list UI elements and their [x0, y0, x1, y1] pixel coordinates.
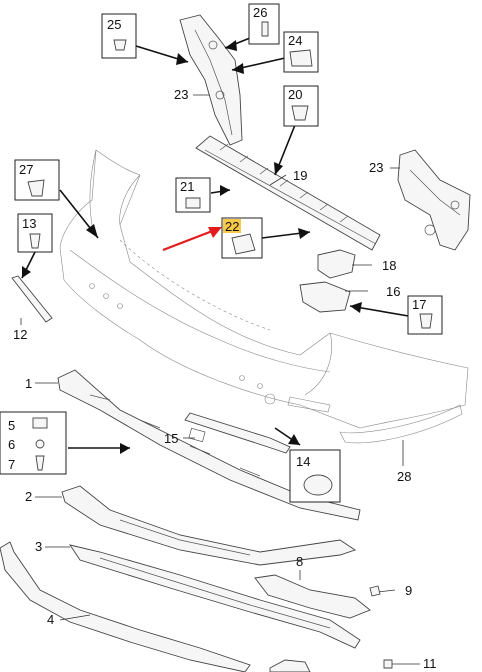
callout-number-13: 13: [22, 216, 36, 231]
part-box-24[interactable]: 24: [283, 31, 319, 73]
callout-number-6: 6: [8, 437, 15, 452]
callout-number-26: 26: [253, 5, 267, 20]
part-box-25[interactable]: 25: [101, 13, 137, 59]
bottom-clip-part: [269, 659, 311, 672]
screw-9: [369, 585, 381, 597]
red-highlight-arrow: [162, 227, 222, 252]
part-box-21[interactable]: 21: [175, 177, 211, 213]
side-guide-bracket-16: [299, 281, 351, 313]
part-box-13[interactable]: 13: [17, 213, 53, 253]
number-labels: 1 2 3 4 5 6 7 8 9 11 12 15 16 18 19 23 2…: [8, 87, 437, 671]
callout-number-27: 27: [19, 162, 33, 177]
callout-number-11: 11: [423, 656, 437, 671]
reflector-strip: [184, 412, 291, 454]
callout-number-25: 25: [107, 17, 121, 32]
part-box-22[interactable]: 22: [221, 217, 263, 259]
impact-reinforcement-bar: [195, 135, 381, 251]
callout-number-9: 9: [405, 583, 412, 598]
callout-number-28: 28: [397, 469, 411, 484]
rear-diffuser-panel: [68, 544, 361, 649]
callout-number-22: 22: [225, 219, 239, 234]
callout-number-18: 18: [382, 258, 396, 273]
callout-number-8: 8: [296, 554, 303, 569]
callout-number-4: 4: [47, 612, 54, 627]
leader-lines: [20, 94, 420, 665]
callout-number-21: 21: [180, 179, 194, 194]
callout-number-14: 14: [296, 454, 310, 469]
part-box-14[interactable]: 14: [289, 449, 341, 503]
callout-number-12: 12: [13, 327, 27, 342]
callout-number-15: 15: [164, 431, 178, 446]
side-bracket-8: [254, 574, 371, 619]
callout-number-1: 1: [25, 376, 32, 391]
side-trim-strip: [11, 275, 53, 323]
mounting-bracket-upper: [179, 14, 243, 146]
callout-number-16: 16: [386, 284, 400, 299]
callout-number-5: 5: [8, 418, 15, 433]
callout-number-24: 24: [288, 33, 302, 48]
callout-number-20: 20: [288, 87, 302, 102]
mounting-bracket-right: [397, 149, 471, 251]
callout-number-17: 17: [412, 297, 426, 312]
callout-number-23-upper: 23: [174, 87, 188, 102]
callout-number-19: 19: [293, 168, 307, 183]
bumper-cover: [59, 149, 469, 444]
callout-number-2: 2: [25, 489, 32, 504]
part-box-27[interactable]: 27: [14, 159, 60, 201]
callout-number-3: 3: [35, 539, 42, 554]
callout-number-7: 7: [8, 457, 15, 472]
screw-11: [383, 659, 393, 669]
lower-trim-panel: [61, 485, 357, 566]
part-box-17[interactable]: 17: [407, 295, 443, 335]
part-box-26[interactable]: 26: [248, 3, 280, 45]
side-guide-bracket-18: [317, 249, 356, 279]
part-box-20[interactable]: 20: [283, 85, 319, 127]
callout-number-23-right: 23: [369, 160, 383, 175]
part-box-5-6-7[interactable]: [0, 411, 67, 475]
highlight-22: [223, 219, 241, 233]
lower-grille-panel: [57, 369, 361, 521]
lower-lip-strip: [0, 541, 251, 672]
